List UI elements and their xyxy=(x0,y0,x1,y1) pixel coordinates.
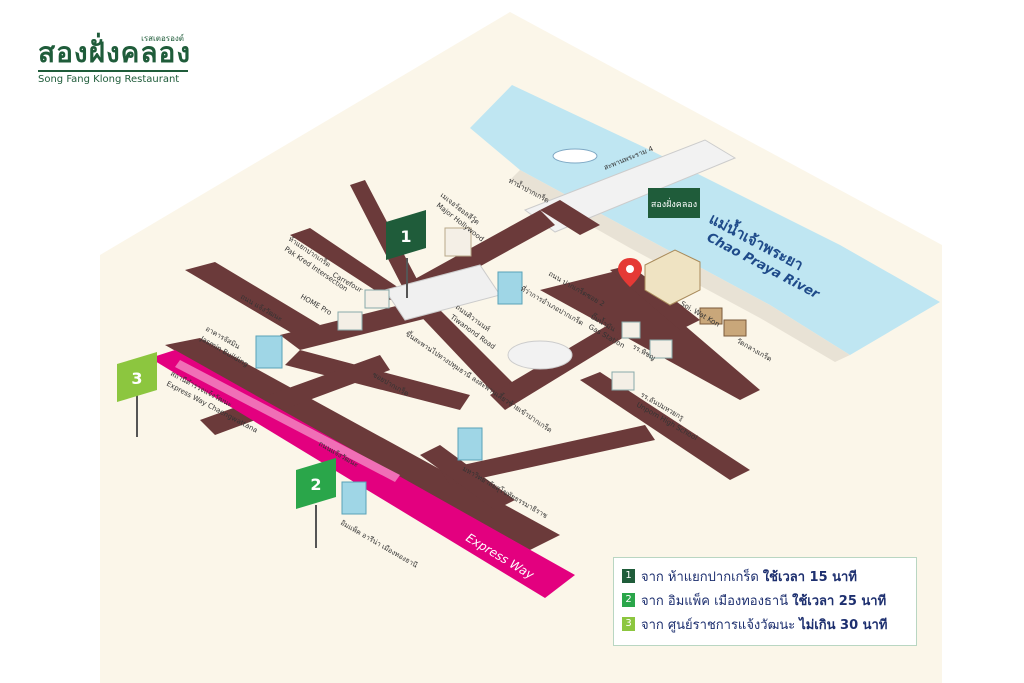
road-south-link xyxy=(420,445,515,510)
legend-text-3: จาก ศูนย์ราชการแจ้งวัฒนะ xyxy=(641,617,796,633)
marker-1-label: 1 xyxy=(400,227,411,246)
legend-num-1: 1 xyxy=(622,569,635,583)
restaurant-sign xyxy=(648,188,700,218)
legend-num-2: 2 xyxy=(622,593,635,607)
legend-text-2: จาก อิมแพ็ค เมืองทองธานี xyxy=(641,593,789,609)
ferry-icon xyxy=(552,148,598,164)
jasmin-building xyxy=(255,335,283,369)
road-south-loop xyxy=(440,425,655,485)
expressway-main xyxy=(150,350,575,598)
road-soi-pakkret2 xyxy=(540,270,760,400)
marker-1-flag xyxy=(386,210,426,260)
brand-logo: เรสเตอรองต์ สองฝั่งคลอง Song Fang Klong … xyxy=(38,30,198,85)
legend-time-2: ใช้เวลา 25 นาที xyxy=(792,593,887,609)
wat-klang-house xyxy=(723,319,747,337)
carrefour-building xyxy=(364,289,390,309)
restaurant-sign-text: สองฝั่งคลอง xyxy=(651,197,697,210)
expressway-lane xyxy=(175,360,400,482)
school-building xyxy=(649,339,673,359)
marker-3: 3 xyxy=(117,352,157,437)
impact-building xyxy=(341,481,367,515)
pakkret-ward-building xyxy=(497,271,523,305)
brand-name-english: Song Fang Klong Restaurant xyxy=(38,74,180,85)
roundabout xyxy=(507,340,573,370)
brand-name-thai: สองฝั่งคลอง xyxy=(38,36,192,69)
road-chaengwattana-west xyxy=(185,262,320,335)
travel-time-legend: 1 จาก ห้าแยกปากเกร็ด ใช้เวลา 15 นาที 2 จ… xyxy=(613,557,917,646)
brand-small-text: เรสเตอรองต์ xyxy=(141,34,184,43)
brand-divider xyxy=(38,70,188,72)
marker-3-label: 3 xyxy=(131,369,142,388)
homepro-building xyxy=(337,311,363,331)
marker-2-flag xyxy=(296,458,336,509)
legend-time-1: ใช้เวลา 15 นาที xyxy=(762,569,857,585)
road-pier-end xyxy=(540,200,600,235)
road-unpom xyxy=(580,372,750,480)
watkon-house xyxy=(699,307,723,325)
legend-row-1: 1 จาก ห้าแยกปากเกร็ด ใช้เวลา 15 นาที xyxy=(622,564,908,588)
legend-time-3: ไม่เกิน 30 นาที xyxy=(799,617,888,633)
major-hollywood-building xyxy=(444,227,472,257)
marker-3-flag xyxy=(117,352,157,402)
marker-1: 1 xyxy=(386,210,426,298)
road-tiwanond xyxy=(410,300,520,400)
road-tiwanond-west xyxy=(285,350,470,410)
location-pin-dot xyxy=(626,265,634,273)
gas-station-building xyxy=(621,321,641,339)
marker-2-label: 2 xyxy=(310,475,321,494)
unpom-school-building xyxy=(611,371,635,391)
restaurant-building xyxy=(644,249,701,306)
marker-2: 2 xyxy=(296,458,336,548)
road-north xyxy=(350,180,420,292)
legend-row-3: 3 จาก ศูนย์ราชการแจ้งวัฒนะ ไม่เกิน 30 นา… xyxy=(622,612,908,636)
legend-row-2: 2 จาก อิมแพ็ค เมืองทองธานี ใช้เวลา 25 นา… xyxy=(622,588,908,612)
road-pakkret-intersection xyxy=(290,228,405,300)
legend-text-1: จาก ห้าแยกปากเกร็ด xyxy=(641,569,759,585)
road-lower-chaengwattana xyxy=(165,338,560,550)
university-building xyxy=(457,427,483,461)
legend-num-3: 3 xyxy=(622,617,635,631)
